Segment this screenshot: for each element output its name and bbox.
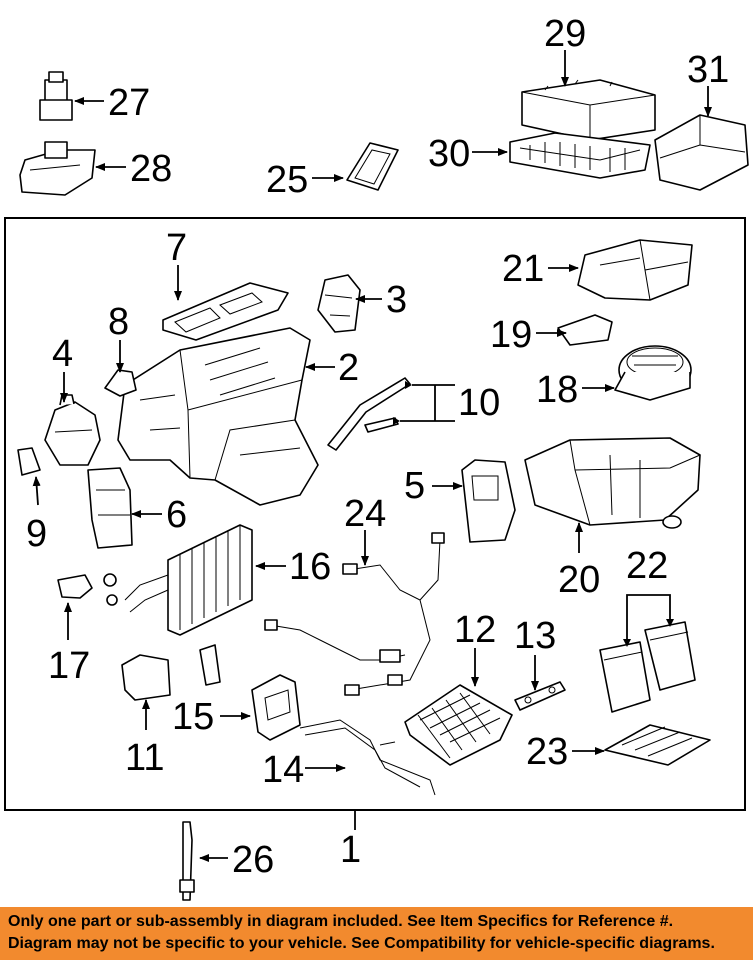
part-20-blower-housing: [524, 437, 701, 529]
callout-13: 13: [514, 615, 556, 657]
part-9-bracket: [17, 447, 41, 476]
part-7-frame: [162, 282, 289, 341]
callout-21: 21: [502, 248, 544, 290]
callout-4: 4: [52, 333, 73, 375]
part-14-pipes: [299, 719, 436, 796]
callout-12: 12: [454, 609, 496, 651]
parts-diagram: 1 2 3 4 5 6 7 8 9 10 11 12 13 14 15 16 1…: [4, 13, 749, 901]
part-29-upper-housing: [521, 79, 656, 141]
part-12-heater-core: [404, 684, 513, 766]
callout-14: 14: [262, 749, 304, 791]
part-2-hvac-case: [117, 327, 319, 506]
callout-17: 17: [48, 645, 90, 687]
callout-9: 9: [26, 513, 47, 555]
part-4-actuator: [44, 394, 101, 466]
part-31-duct: [654, 114, 749, 191]
callout-6: 6: [166, 494, 187, 536]
callout-27: 27: [108, 82, 150, 124]
callout-31: 31: [687, 49, 729, 91]
part-21-duct: [577, 239, 693, 301]
part-5-plate: [461, 459, 516, 543]
part-26-sensor-hose: [179, 821, 195, 901]
callout-26: 26: [232, 839, 274, 881]
callout-2: 2: [338, 347, 359, 389]
callout-1: 1: [340, 829, 361, 871]
callout-8: 8: [108, 301, 129, 343]
callout-10: 10: [458, 382, 500, 424]
callout-22: 22: [626, 545, 668, 587]
part-18-blower-motor: [614, 345, 692, 401]
callout-15: 15: [172, 696, 214, 738]
part-3-valve: [317, 274, 361, 333]
callout-29: 29: [544, 13, 586, 55]
callout-5: 5: [404, 465, 425, 507]
part-8-clip: [104, 369, 137, 397]
callout-7: 7: [166, 227, 187, 269]
callout-18: 18: [536, 369, 578, 411]
part-15-module: [251, 674, 301, 741]
part-23-vent: [604, 724, 711, 766]
disclaimer-banner: Only one part or sub-assembly in diagram…: [0, 907, 753, 960]
part-25-small-filter: [346, 142, 399, 191]
disclaimer-line-1: Only one part or sub-assembly in diagram…: [8, 913, 674, 930]
part-22-modules: [599, 621, 696, 713]
callout-25: 25: [266, 159, 308, 201]
callout-16: 16: [289, 546, 331, 588]
part-11-bracket: [121, 644, 221, 701]
part-16-evaporator: [124, 524, 253, 636]
callout-24: 24: [344, 493, 386, 535]
part-28-actuator: [19, 141, 96, 196]
callout-23: 23: [526, 731, 568, 773]
callout-20: 20: [558, 559, 600, 601]
callout-3: 3: [386, 279, 407, 321]
part-30-cabin-filter: [509, 132, 651, 179]
part-17-valve: [57, 573, 118, 606]
part-19-bracket: [557, 314, 613, 346]
callout-19: 19: [490, 314, 532, 356]
assembly-frame: [4, 217, 746, 811]
part-24-wire-harness: [264, 532, 445, 696]
callout-30: 30: [428, 133, 470, 175]
part-13-strip: [514, 681, 566, 711]
callout-28: 28: [130, 148, 172, 190]
part-27-sensor: [39, 71, 73, 121]
callout-11: 11: [125, 737, 164, 779]
part-6-duct: [87, 467, 133, 549]
disclaimer-line-2: Diagram may not be specific to your vehi…: [8, 935, 715, 952]
